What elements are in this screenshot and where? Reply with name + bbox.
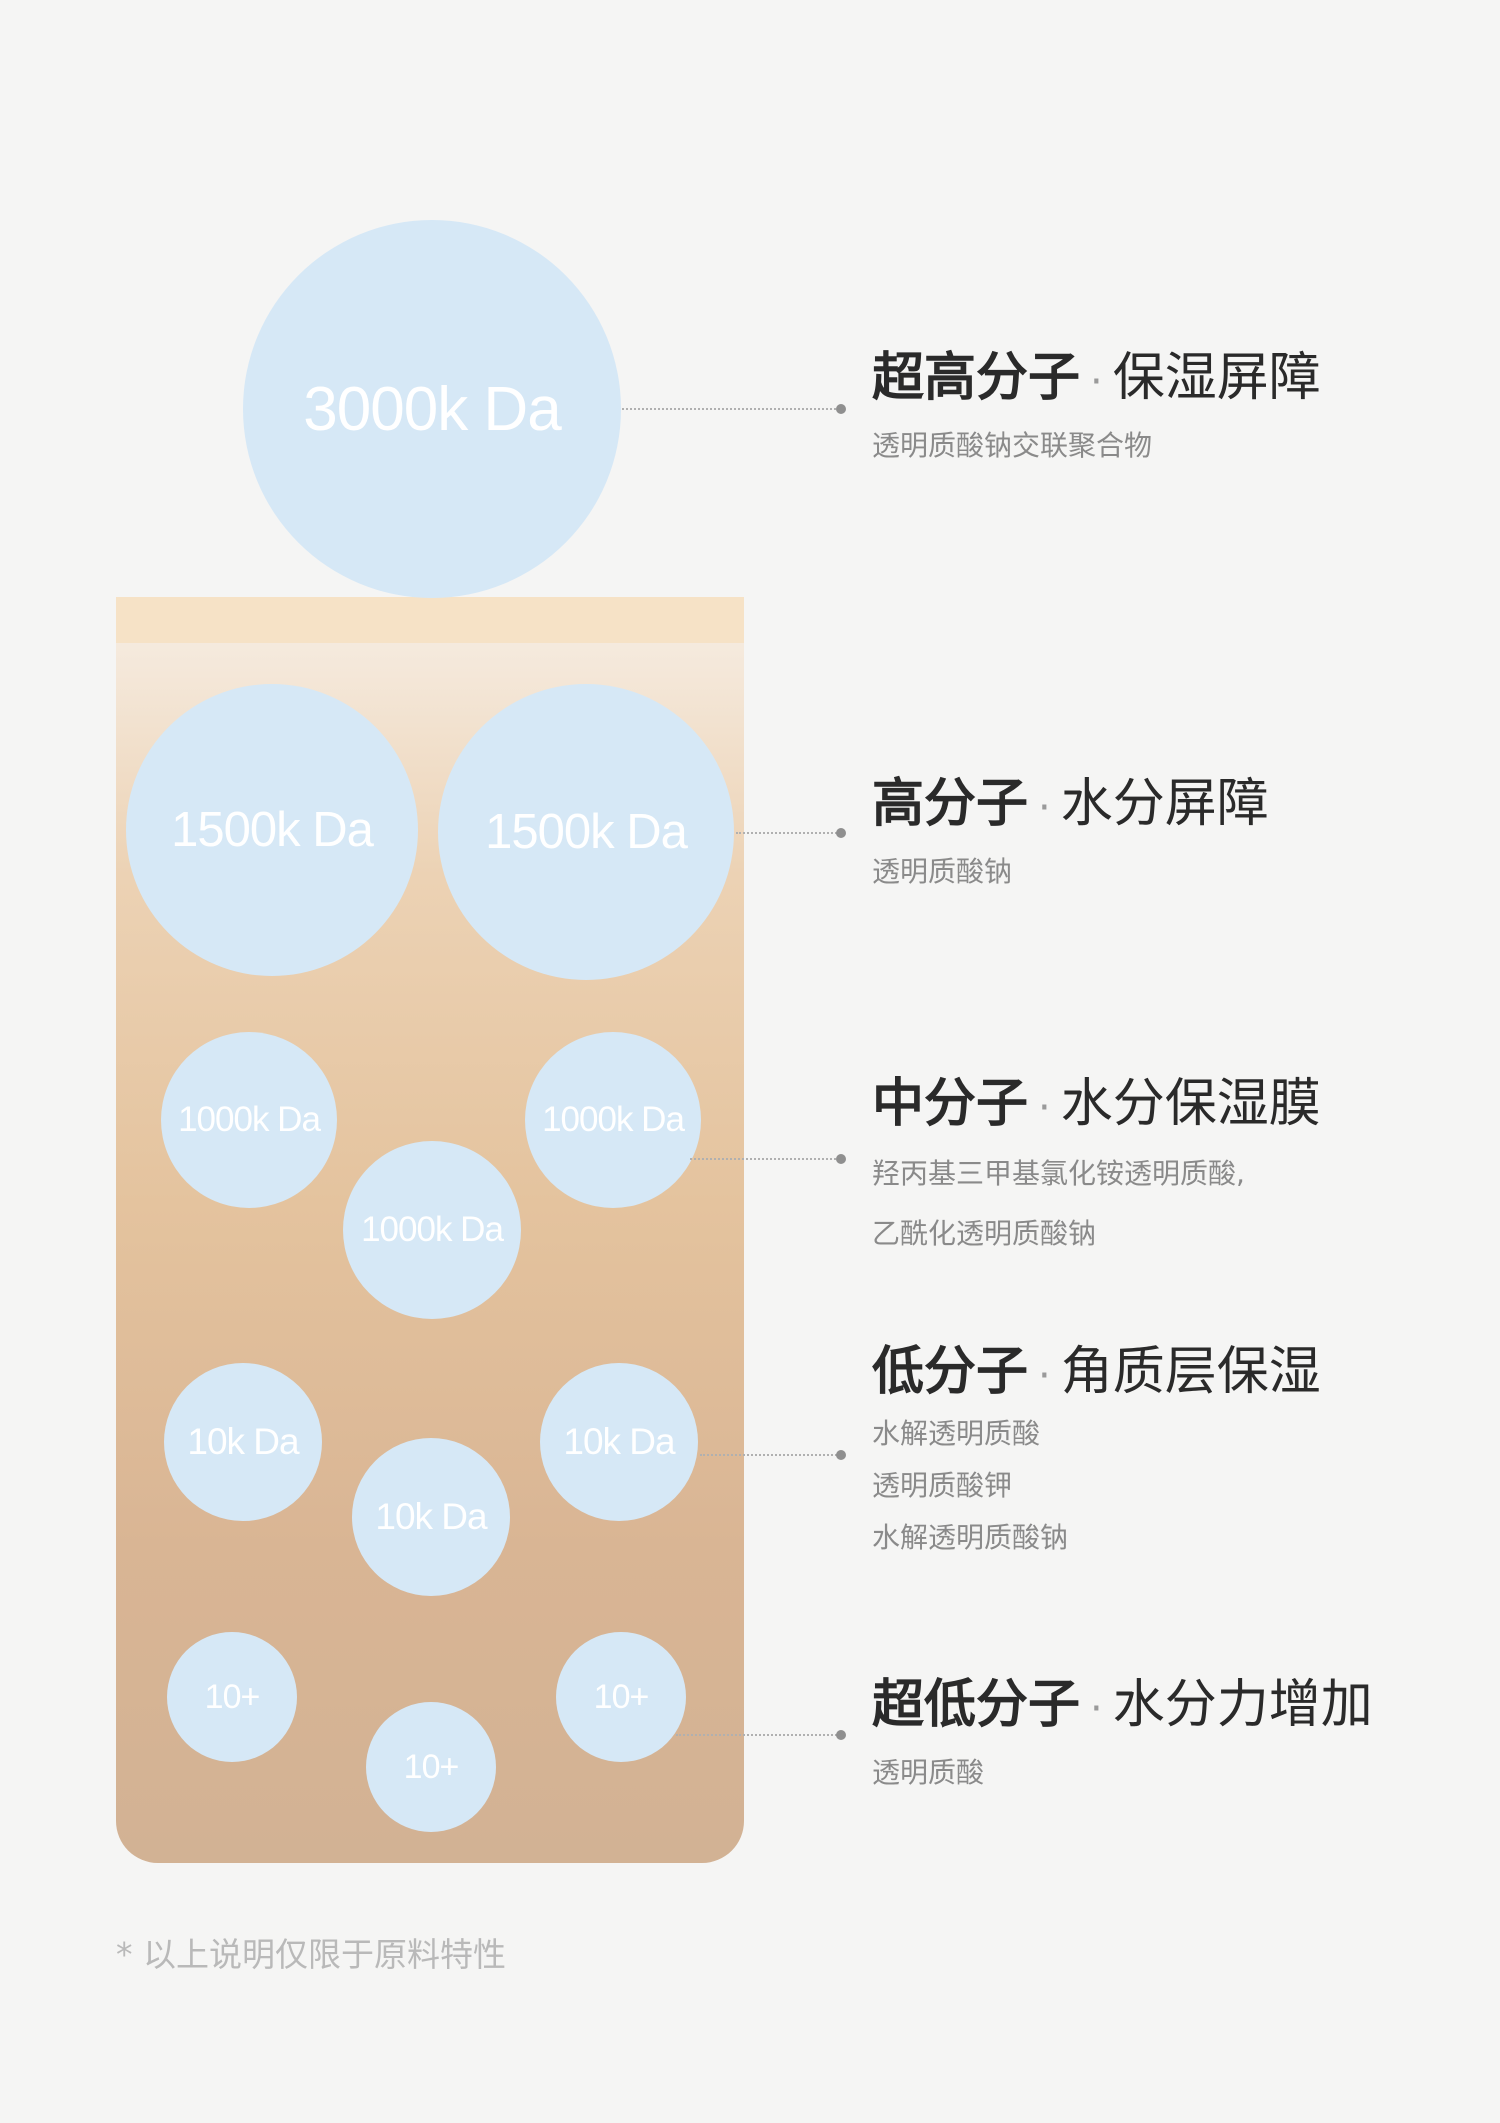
label-ultra-high-title: 超高分子 <box>872 348 1081 408</box>
leader-line-high <box>736 832 840 834</box>
label-ultra-high-sep: · <box>1090 359 1103 405</box>
leader-dot-high <box>836 828 846 838</box>
label-mid-item-2: 乙酰化透明质酸钠 <box>872 1217 1097 1250</box>
label-mid: 中分子·水分保湿膜 羟丙基三甲基氯化铵透明质酸, 乙酰化透明质酸钠 <box>872 1072 1321 1260</box>
label-title-ultra-low: 超低分子·水分力增加 <box>872 1673 1373 1741</box>
bubble-low-right: 10k Da <box>540 1363 698 1521</box>
bubble-high-right: 1500k Da <box>438 684 734 980</box>
label-low-item-1: 水解透明质酸 <box>872 1417 1041 1450</box>
bubble-mid-right: 1000k Da <box>525 1032 701 1208</box>
label-low: 低分子·角质层保湿 水解透明质酸 透明质酸钾 水解透明质酸钠 <box>872 1340 1321 1564</box>
label-title-high: 高分子·水分屏障 <box>872 772 1269 840</box>
label-mid-subtitle: 水分保湿膜 <box>1060 1074 1321 1134</box>
label-low-item-2: 透明质酸钾 <box>872 1469 1013 1502</box>
footnote: * 以上说明仅限于原料特性 <box>116 1935 506 1974</box>
label-ultra-low-item-1: 透明质酸 <box>872 1756 985 1789</box>
label-title-low: 低分子·角质层保湿 <box>872 1340 1321 1408</box>
label-ultra-low-sep: · <box>1090 1686 1103 1732</box>
leader-dot-ultra-low <box>836 1730 846 1740</box>
label-high: 高分子·水分屏障 透明质酸钠 <box>872 772 1269 890</box>
label-low-sep: · <box>1038 1353 1051 1399</box>
label-mid-title: 中分子 <box>872 1074 1029 1134</box>
label-mid-sep: · <box>1038 1085 1051 1131</box>
bubble-low-left: 10k Da <box>164 1363 322 1521</box>
label-low-item-3: 水解透明质酸钠 <box>872 1521 1069 1554</box>
leader-line-ultra-low <box>676 1734 840 1736</box>
leader-line-low <box>700 1454 840 1456</box>
label-high-title: 高分子 <box>872 774 1029 834</box>
label-title-ultra-high: 超高分子·保湿屏障 <box>872 346 1321 414</box>
bubble-ultra-low-center: 10+ <box>366 1702 496 1832</box>
label-title-mid: 中分子·水分保湿膜 <box>872 1072 1321 1140</box>
bubble-mid-left: 1000k Da <box>161 1032 337 1208</box>
label-ultra-high-subtitle: 保湿屏障 <box>1112 348 1321 408</box>
leader-dot-low <box>836 1450 846 1460</box>
label-ultra-high-item-1: 透明质酸钠交联聚合物 <box>872 429 1153 462</box>
bubble-ultra-low-left: 10+ <box>167 1632 297 1762</box>
label-mid-item-1: 羟丙基三甲基氯化铵透明质酸, <box>872 1157 1245 1190</box>
bubble-low-center: 10k Da <box>352 1438 510 1596</box>
leader-dot-mid <box>836 1154 846 1164</box>
label-low-title: 低分子 <box>872 1342 1029 1402</box>
leader-line-ultra-high <box>622 408 840 410</box>
bubble-high-left: 1500k Da <box>126 684 418 976</box>
label-high-sep: · <box>1038 785 1051 831</box>
label-ultra-low: 超低分子·水分力增加 透明质酸 <box>872 1673 1373 1791</box>
bubble-ultra-high: 3000k Da <box>243 220 621 598</box>
label-high-subtitle: 水分屏障 <box>1060 774 1269 834</box>
bubble-mid-center: 1000k Da <box>343 1141 521 1319</box>
label-low-subtitle: 角质层保湿 <box>1060 1342 1321 1402</box>
label-ultra-low-title: 超低分子 <box>872 1675 1081 1735</box>
leader-line-mid <box>690 1158 840 1160</box>
leader-dot-ultra-high <box>836 404 846 414</box>
label-high-item-1: 透明质酸钠 <box>872 855 1013 888</box>
container-top-band <box>116 597 744 643</box>
label-ultra-low-subtitle: 水分力增加 <box>1112 1675 1373 1735</box>
label-ultra-high: 超高分子·保湿屏障 透明质酸钠交联聚合物 <box>872 346 1321 464</box>
bubble-ultra-low-right: 10+ <box>556 1632 686 1762</box>
